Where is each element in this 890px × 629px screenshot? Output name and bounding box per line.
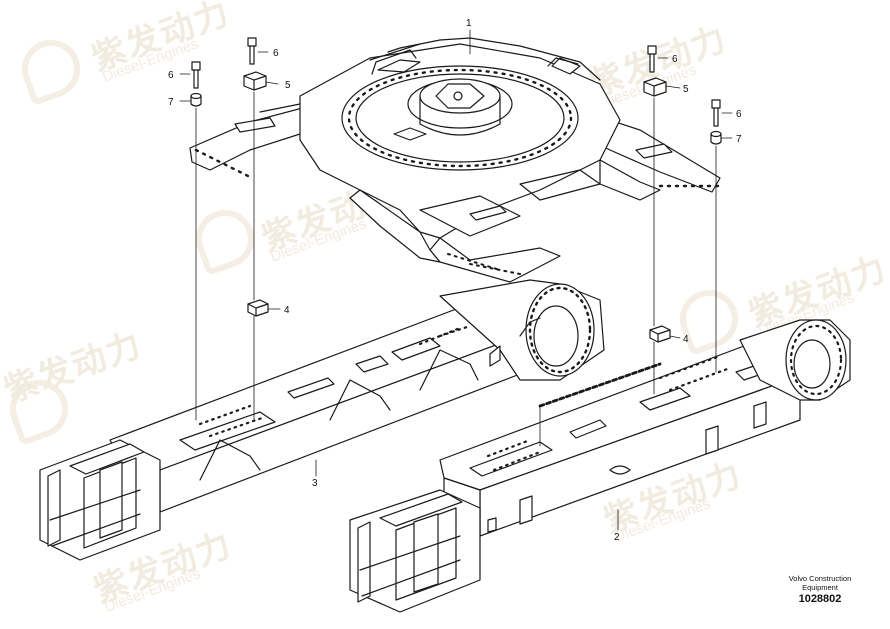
- bolt-part: [647, 45, 657, 73]
- callout-number: 5: [683, 84, 689, 95]
- washer-part: [710, 130, 722, 145]
- callout-number: 6: [736, 109, 742, 120]
- callout-number: 5: [285, 80, 291, 91]
- bolt-part: [711, 99, 721, 127]
- callout-number: 6: [168, 70, 174, 81]
- right-track-frame-part: [349, 319, 851, 613]
- spacer-part: [247, 299, 269, 317]
- callout-number: 2: [614, 532, 620, 543]
- hardware-parts: [190, 37, 722, 343]
- assembly-alignment-lines: [195, 91, 717, 421]
- callout-number: 6: [672, 54, 678, 65]
- upper-frame-part: [189, 37, 721, 283]
- bolt-part: [191, 61, 201, 89]
- pad-part: [643, 77, 667, 97]
- callout-number: 1: [466, 18, 472, 29]
- callout-number: 4: [683, 334, 689, 345]
- callout-number: 7: [168, 97, 174, 108]
- callout-number: 3: [312, 478, 318, 489]
- spacer-part: [649, 325, 671, 343]
- left-track-frame-part: [39, 279, 605, 561]
- hidden-alignment-line: [538, 362, 662, 408]
- callout-number: 6: [273, 48, 279, 59]
- callout-number: 4: [284, 305, 290, 316]
- callout-number: 7: [736, 134, 742, 145]
- pad-part: [243, 71, 267, 91]
- drawing-number: 1028802: [798, 593, 842, 605]
- callout-leader-lines: [179, 29, 733, 531]
- washer-part: [190, 92, 202, 107]
- bolt-part: [247, 37, 257, 65]
- manufacturer-caption: Volvo Construction Equipment: [788, 574, 852, 592]
- callout-labels: 1 2 3 4 4 5 5 6 6 6 7 7: [168, 18, 742, 543]
